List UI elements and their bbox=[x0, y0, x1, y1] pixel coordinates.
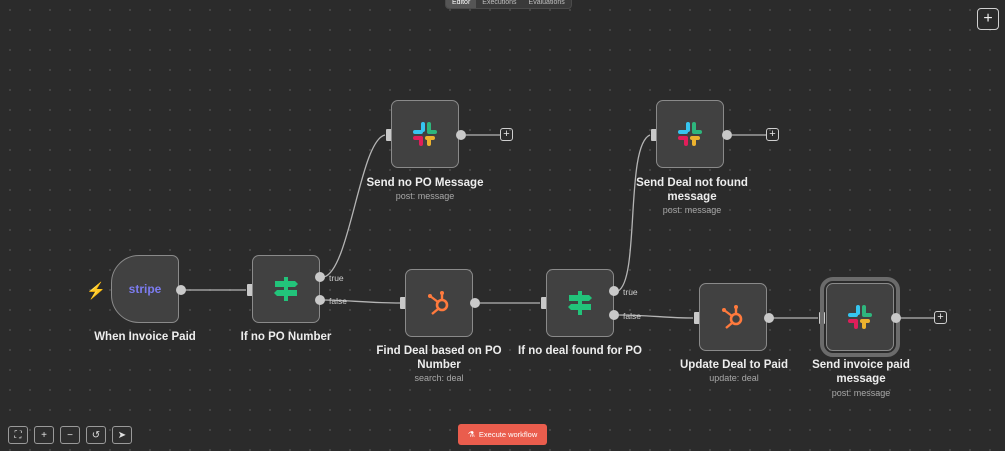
node-update-deal[interactable] bbox=[699, 283, 767, 351]
output-handle-true[interactable] bbox=[609, 286, 619, 296]
tab-executions[interactable]: Executions bbox=[482, 0, 517, 6]
tab-editor[interactable]: Editor bbox=[446, 0, 477, 8]
output-handle-true[interactable] bbox=[315, 272, 325, 282]
node-title: If no deal found for PO bbox=[518, 345, 642, 357]
execute-workflow-label: Execute workflow bbox=[478, 430, 538, 439]
node-title: Find Deal based on PO Number bbox=[376, 345, 502, 371]
input-handle[interactable] bbox=[400, 297, 406, 309]
node-send-deal-not-found[interactable] bbox=[656, 100, 724, 168]
edge-if2-true bbox=[617, 134, 651, 292]
add-next-node-button[interactable]: + bbox=[500, 128, 513, 141]
node-send-invoice-paid[interactable] bbox=[820, 277, 900, 357]
signpost-icon bbox=[274, 277, 298, 301]
edge-if1-false bbox=[323, 299, 401, 304]
hubspot-icon bbox=[428, 291, 449, 315]
node-title: If no PO Number bbox=[240, 331, 332, 343]
flask-icon: ⚗ bbox=[467, 430, 475, 439]
node-subtitle: post: message bbox=[831, 388, 891, 398]
add-next-node-button[interactable]: + bbox=[766, 128, 779, 141]
hubspot-icon bbox=[722, 305, 743, 329]
add-next-node-button[interactable]: + bbox=[934, 311, 947, 324]
node-subtitle: post: message bbox=[662, 205, 722, 215]
node-find-deal[interactable] bbox=[405, 269, 473, 337]
signpost-icon bbox=[568, 291, 592, 315]
view-tabs: Editor Executions Evaluations bbox=[445, 0, 572, 9]
node-subtitle: update: deal bbox=[709, 373, 759, 383]
output-handle[interactable] bbox=[470, 298, 480, 308]
output-handle[interactable] bbox=[891, 313, 901, 323]
add-node-button[interactable]: + bbox=[977, 8, 999, 30]
edge-label-true: true bbox=[329, 273, 344, 283]
tab-evaluations[interactable]: Evaluations bbox=[528, 0, 565, 6]
node-title: When Invoice Paid bbox=[94, 331, 196, 343]
output-handle[interactable] bbox=[764, 313, 774, 323]
node-if-no-po-number[interactable] bbox=[252, 255, 320, 323]
slack-icon bbox=[678, 122, 702, 146]
input-handle[interactable] bbox=[651, 129, 657, 141]
edge-if2-false bbox=[617, 314, 694, 319]
node-if-no-deal-found[interactable] bbox=[546, 269, 614, 337]
stripe-logo: stripe bbox=[128, 282, 162, 296]
input-handle[interactable] bbox=[247, 284, 253, 296]
node-title: Send no PO Message bbox=[366, 177, 484, 189]
canvas-controls: ⛶ + − ↺ ➤ bbox=[8, 426, 132, 444]
zoom-out-button[interactable]: − bbox=[60, 426, 80, 444]
zoom-in-button[interactable]: + bbox=[34, 426, 54, 444]
node-title: Send Deal not found message bbox=[636, 177, 748, 203]
edge-if1-true bbox=[323, 134, 386, 278]
reset-zoom-button[interactable]: ↺ bbox=[86, 426, 106, 444]
slack-icon bbox=[413, 122, 437, 146]
node-title: Send invoice paid message bbox=[812, 359, 910, 385]
input-handle[interactable] bbox=[694, 312, 700, 324]
input-handle[interactable] bbox=[386, 129, 392, 141]
node-subtitle: search: deal bbox=[414, 373, 464, 383]
output-handle[interactable] bbox=[456, 130, 466, 140]
execute-workflow-button[interactable]: ⚗ Execute workflow bbox=[458, 424, 547, 445]
input-handle[interactable] bbox=[541, 297, 547, 309]
output-handle-false[interactable] bbox=[315, 295, 325, 305]
output-handle-false[interactable] bbox=[609, 310, 619, 320]
edge-label-true: true bbox=[623, 287, 638, 297]
trigger-bolt-icon: ⚡ bbox=[86, 283, 106, 300]
output-handle[interactable] bbox=[176, 285, 186, 295]
slack-icon bbox=[848, 305, 872, 329]
edge-label-false: false bbox=[329, 296, 347, 306]
input-handle[interactable] bbox=[819, 312, 825, 324]
fit-view-button[interactable]: ⛶ bbox=[8, 426, 28, 444]
edge-label-false: false bbox=[623, 311, 641, 321]
node-send-no-po-message[interactable] bbox=[391, 100, 459, 168]
node-when-invoice-paid[interactable]: stripe bbox=[111, 255, 179, 323]
output-handle[interactable] bbox=[722, 130, 732, 140]
select-tool-button[interactable]: ➤ bbox=[112, 426, 132, 444]
node-title: Update Deal to Paid bbox=[680, 359, 788, 371]
node-subtitle: post: message bbox=[395, 191, 455, 201]
